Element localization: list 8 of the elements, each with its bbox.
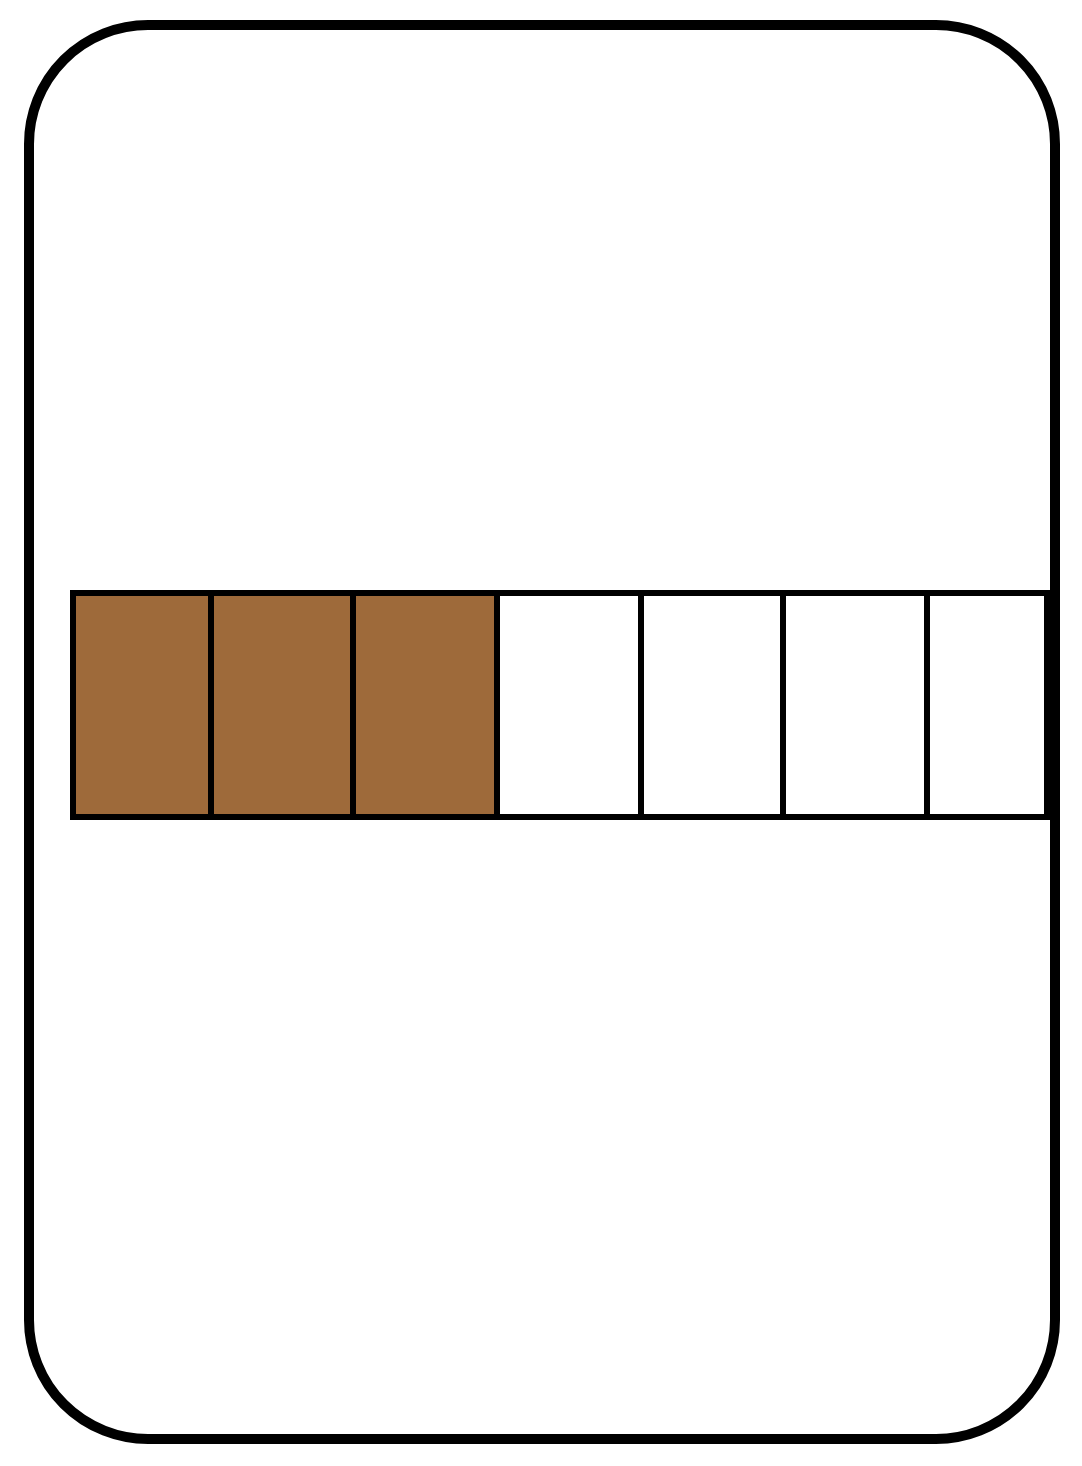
bar-segment: [356, 590, 500, 820]
card-outline: [24, 20, 1060, 1444]
bar-segment: [644, 590, 786, 820]
bar-segment: [70, 590, 214, 820]
bar-segment: [214, 590, 356, 820]
bar-segment: [930, 590, 1050, 820]
bar-segment: [786, 590, 930, 820]
bar-segment: [500, 590, 644, 820]
